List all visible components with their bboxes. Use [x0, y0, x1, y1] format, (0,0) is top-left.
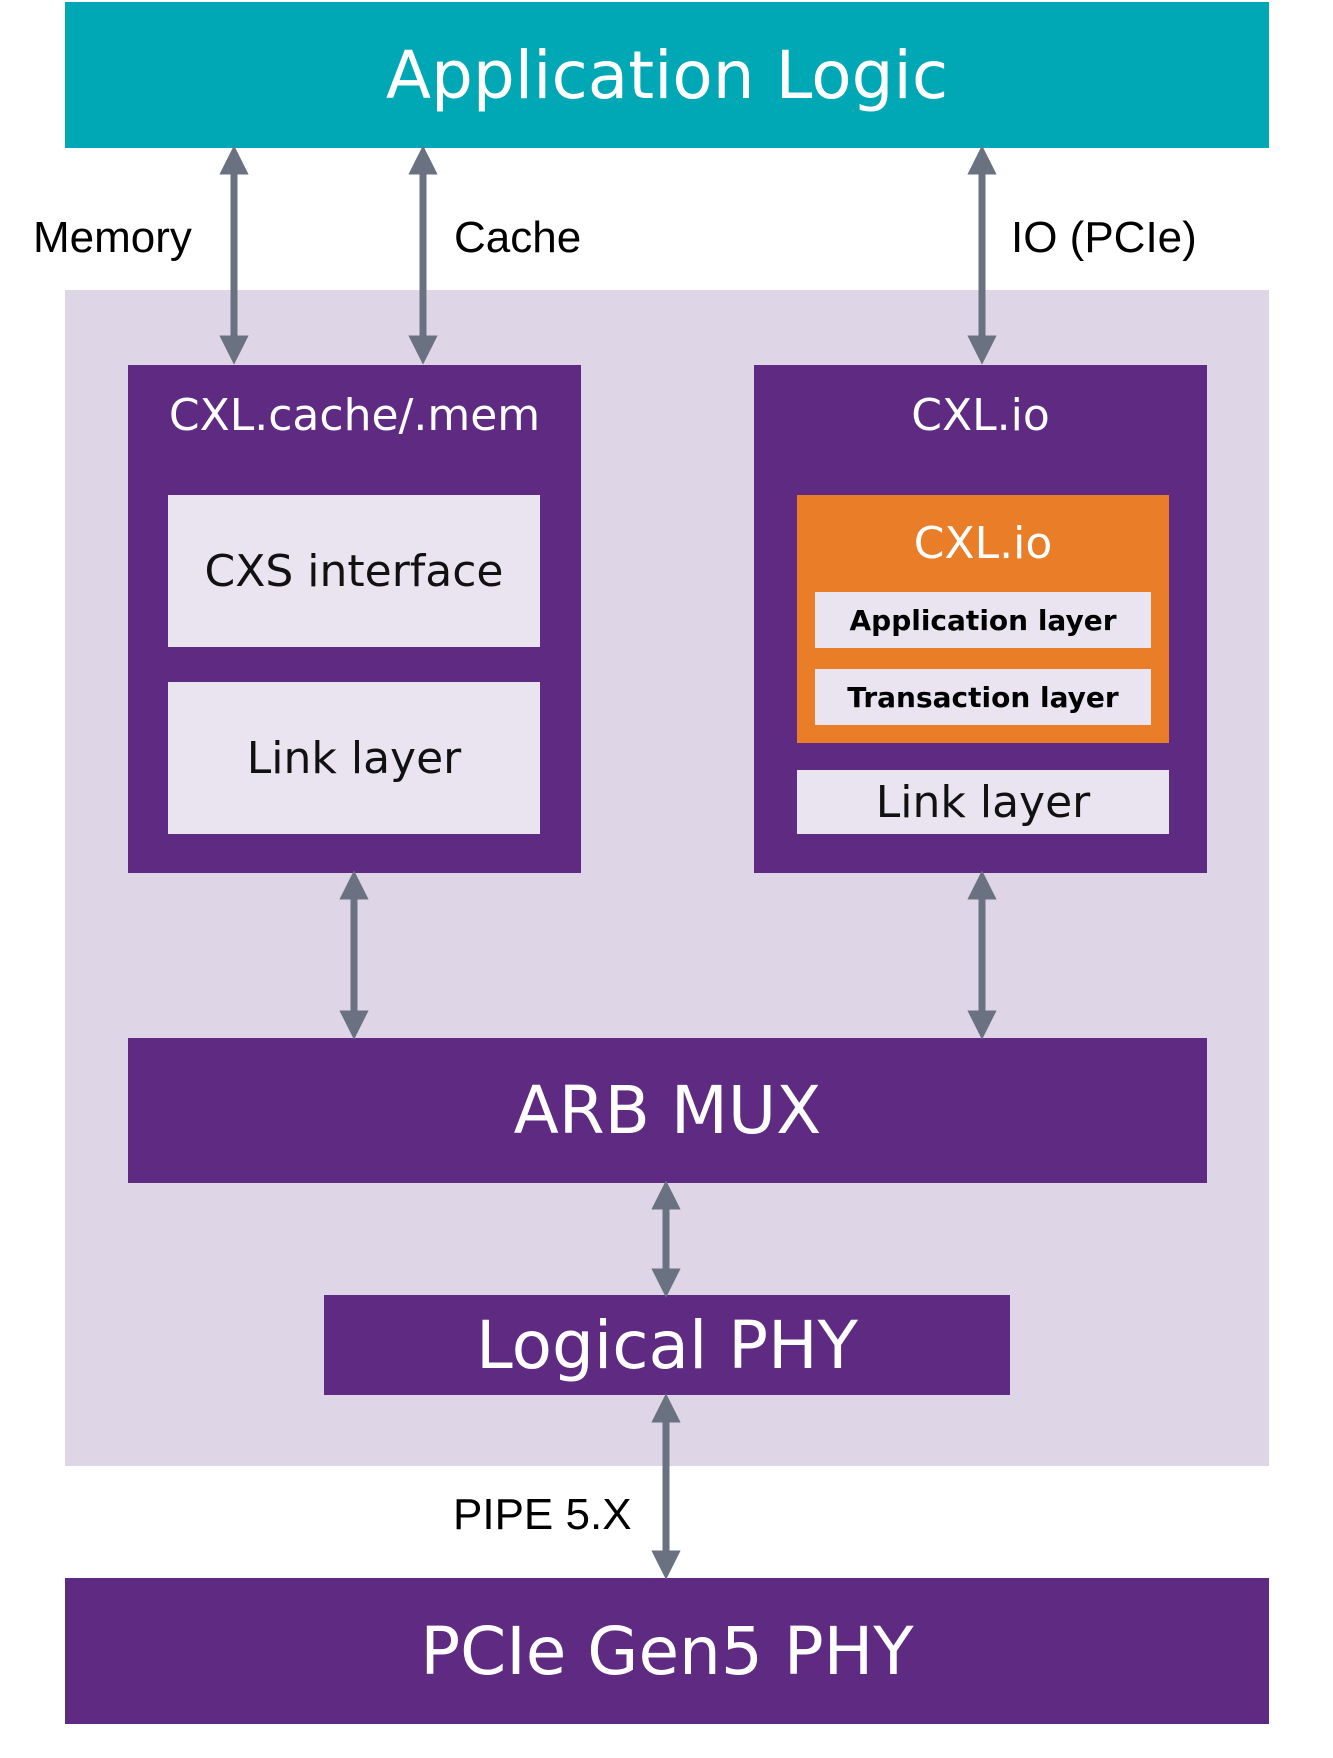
cxl-io-block: CXL.io CXL.io Application layer Transact…: [754, 365, 1207, 873]
pipe-label: PIPE 5.X: [453, 1490, 632, 1539]
logical-phy-label: Logical PHY: [475, 1306, 858, 1384]
transaction-layer-label: Transaction layer: [847, 680, 1119, 714]
arb-mux-label: ARB MUX: [513, 1072, 822, 1149]
application-logic-banner: Application Logic: [65, 2, 1269, 148]
transaction-layer-box: Transaction layer: [815, 669, 1151, 725]
io-pcie-label: IO (PCIe): [1011, 213, 1197, 262]
cxl-io-title: CXL.io: [911, 389, 1050, 441]
arb-mux-box: ARB MUX: [128, 1038, 1207, 1183]
io-link-layer-box: Link layer: [797, 770, 1169, 834]
cache-mem-link-layer-label: Link layer: [246, 732, 462, 784]
cache-mem-link-layer-box: Link layer: [168, 682, 540, 834]
application-layer-box: Application layer: [815, 592, 1151, 648]
cxl-cache-mem-block: CXL.cache/.mem CXS interface Link layer: [128, 365, 581, 873]
pcie-gen5-phy-title: PCIe Gen5 PHY: [420, 1612, 914, 1690]
pcie-gen5-phy-banner: PCIe Gen5 PHY: [65, 1578, 1269, 1724]
memory-label: Memory: [33, 213, 192, 262]
cxl-cache-mem-title: CXL.cache/.mem: [168, 389, 541, 441]
cache-label: Cache: [454, 213, 582, 262]
cxl-io-inner-title: CXL.io: [913, 517, 1053, 569]
logical-phy-box: Logical PHY: [324, 1295, 1010, 1395]
io-link-layer-label: Link layer: [875, 776, 1091, 828]
cxs-interface-label: CXS interface: [204, 545, 504, 597]
application-layer-label: Application layer: [849, 603, 1117, 637]
application-logic-title: Application Logic: [385, 36, 949, 114]
cxs-interface-box: CXS interface: [168, 495, 540, 647]
cxl-io-inner-box: CXL.io Application layer Transaction lay…: [797, 495, 1169, 743]
